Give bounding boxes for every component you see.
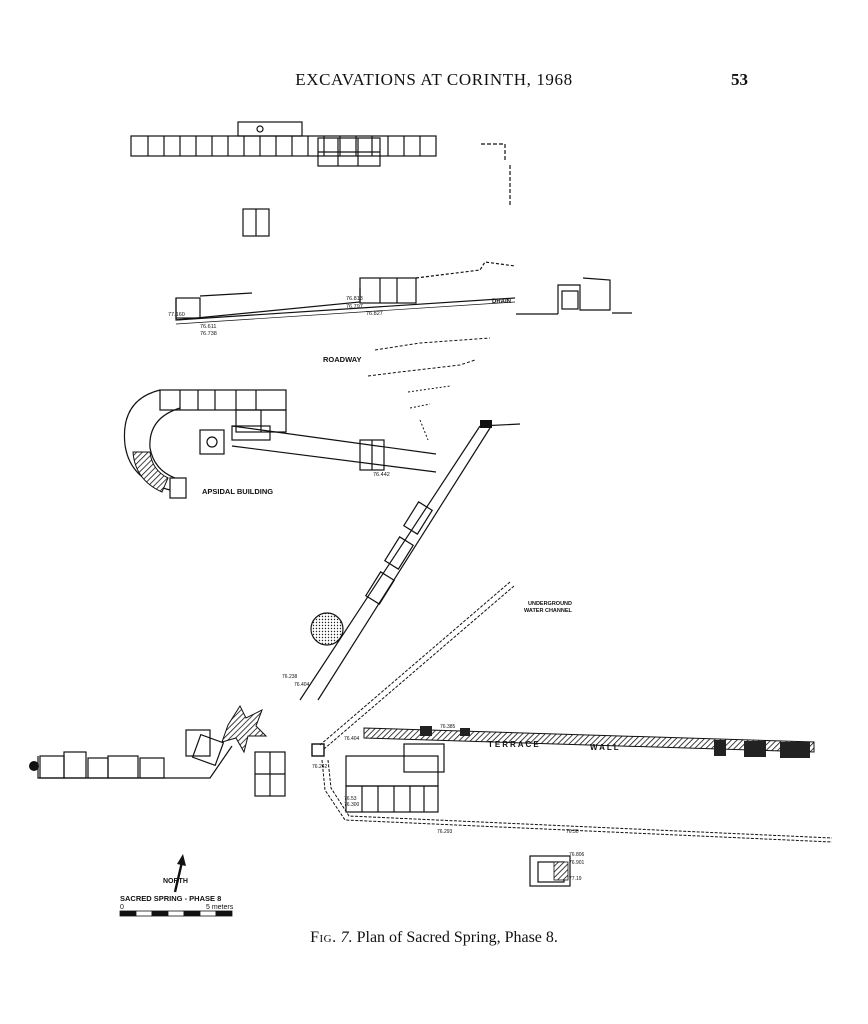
figure-caption: Fig. 7. Plan of Sacred Spring, Phase 8. [0,929,868,947]
terrace-label: TERRACE [488,740,541,749]
elevation-label: 76.300 [344,802,360,808]
wall-label: WALL [590,743,621,752]
north-label: NORTH [163,878,188,885]
running-head: EXCAVATIONS AT CORINTH, 1968 53 [0,70,868,94]
scale-tick-zero: 0 [120,904,124,911]
top-block-row [130,121,437,167]
elevation-label: 76.813 [346,296,363,302]
elevation-label: 76.30 [566,829,579,835]
small-well [29,761,39,771]
elevation-label: 76.611 [200,324,216,330]
star-shaped-feature [221,704,268,754]
page-number: 53 [731,70,748,89]
elevation-label: 76.53 [344,796,357,802]
elevation-label: 76.738 [200,331,217,337]
top-right-wall-fragment [481,143,511,205]
drain-label: DRAIN [492,299,511,305]
scale-tick-five: 5 meters [206,904,234,911]
elevation-label: 76.442 [373,472,390,478]
north-arrow-icon [173,854,186,893]
underground-water-channel [319,581,515,750]
roadway-label: ROADWAY [323,355,361,364]
apsidal-building [123,389,287,499]
channel-head-block [480,420,492,428]
elevation-label: 76.242 [312,764,328,770]
bottom-right-hatched-block [553,861,569,881]
small-square-basin [311,743,325,757]
elevation-label: 76.404 [344,736,360,742]
elevation-label: 77.160 [168,312,185,318]
scale-bar [119,910,233,917]
drain-structure [175,261,632,325]
elevation-label: 76.293 [437,829,453,835]
diagonal-channel [299,423,521,701]
long-east-wall [231,425,437,473]
elevation-label: 76.385 [440,724,456,730]
elevation-label: 76.404 [294,682,310,688]
apsidal-wall-hatched [132,451,169,493]
stippled-traces [407,385,451,441]
underground-label: UNDERGROUND [528,601,572,607]
water-channel-label: WATER CHANNEL [524,608,573,614]
lower-left-structures [37,729,286,797]
elevation-label: 76.901 [569,860,585,866]
running-title: EXCAVATIONS AT CORINTH, 1968 [295,70,573,89]
figure-number: 7. [340,929,353,946]
elevation-label: 76.806 [569,852,585,858]
lower-channel [321,759,833,843]
roadway-traces [367,337,491,377]
elevation-label: 76.238 [282,674,298,680]
elevation-label: 77.19 [569,876,582,882]
figure-caption-text: Plan of Sacred Spring, Phase 8. [356,929,558,946]
figure-label: Fig. [310,929,337,946]
elevation-label: 76.827 [366,311,383,317]
terrace-wall-hatched [363,727,815,753]
terrace-wall-blocks [420,726,810,758]
apsidal-building-label: APSIDAL BUILDING [202,487,273,496]
elevation-label: 76.797 [346,304,363,310]
terrace-building [345,743,445,813]
scale-bar-title: SACRED SPRING - PHASE 8 [120,894,221,903]
round-basin [310,612,344,646]
